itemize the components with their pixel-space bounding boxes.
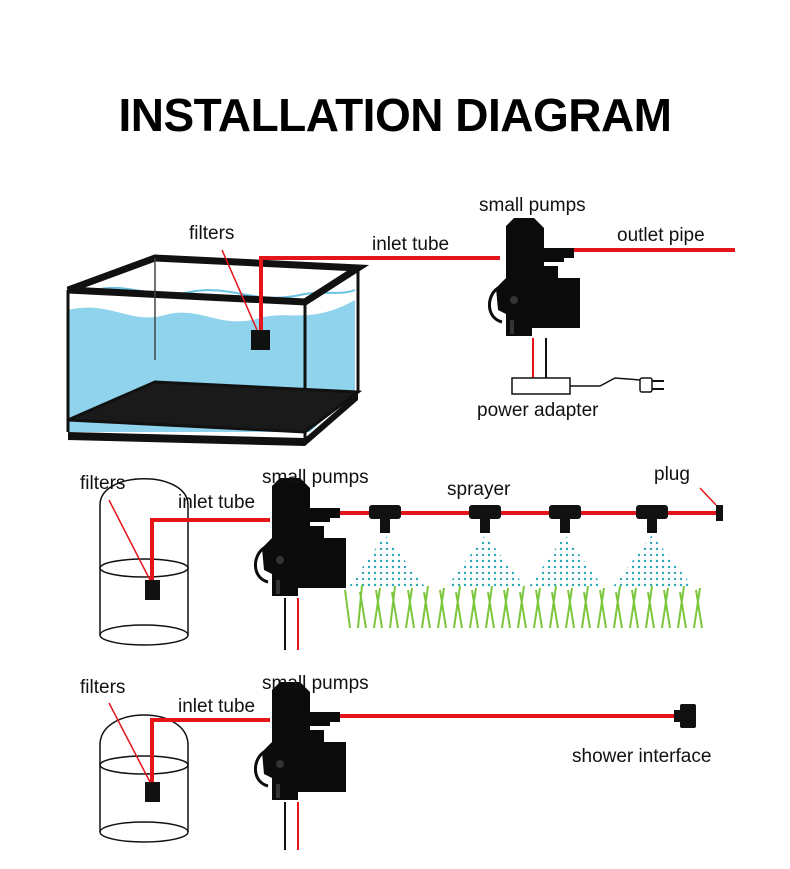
- sprayer-nozzles: [369, 505, 668, 533]
- label-small-pumps-3: small pumps: [262, 673, 369, 694]
- label-small-pumps-2: small pumps: [262, 467, 369, 488]
- filter-block: [145, 782, 160, 802]
- label-outlet-pipe: outlet pipe: [617, 225, 705, 246]
- label-shower-interface: shower interface: [572, 746, 712, 767]
- plug-icon: [639, 377, 664, 393]
- label-small-pumps-1: small pumps: [479, 195, 586, 216]
- inlet-tube: [150, 718, 270, 782]
- shower-diagram: [99, 680, 696, 850]
- filter-block: [251, 330, 270, 350]
- label-power-adapter: power adapter: [477, 400, 599, 421]
- page-title: INSTALLATION DIAGRAM: [118, 89, 672, 141]
- sprayer-diagram: [99, 476, 723, 650]
- label-sprayer: sprayer: [447, 479, 511, 500]
- label-plug: plug: [654, 464, 690, 485]
- label-filters-3: filters: [80, 677, 126, 698]
- bucket: [99, 478, 189, 646]
- inlet-tube: [150, 518, 270, 580]
- spray-mist: [348, 535, 694, 588]
- aquarium-diagram: [66, 216, 735, 446]
- filter-block: [145, 580, 160, 600]
- label-filters-2: filters: [80, 473, 126, 494]
- small-pump: [253, 680, 348, 802]
- filter-leader: [221, 249, 258, 331]
- bucket: [99, 714, 189, 843]
- power-adapter-box: [511, 377, 571, 395]
- small-pump: [253, 476, 348, 598]
- small-pump: [487, 216, 582, 338]
- grass: [344, 584, 703, 629]
- aquarium-tank: [66, 254, 370, 446]
- end-plug: [716, 505, 723, 521]
- label-inlet-tube-2: inlet tube: [178, 492, 256, 513]
- inlet-tube: [259, 256, 500, 330]
- label-inlet-tube-3: inlet tube: [178, 696, 256, 717]
- shower-interface-connector: [674, 704, 696, 728]
- label-inlet-tube-1: inlet tube: [372, 234, 450, 255]
- label-filters-1: filters: [189, 223, 235, 244]
